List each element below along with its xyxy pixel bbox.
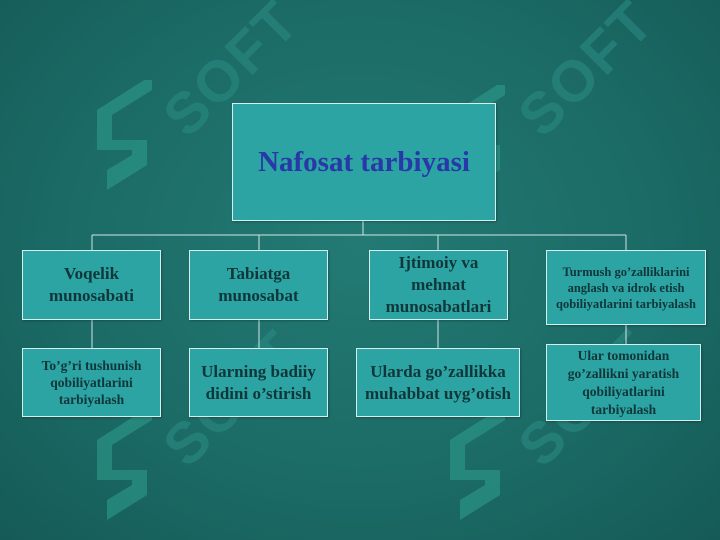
s-logo-icon: [97, 80, 152, 190]
root-node: Nafosat tarbiyasi: [232, 103, 496, 221]
detail-node: Ular tomonidan go’zallikni yaratish qobi…: [546, 344, 701, 421]
detail-label: Ularning badiiy didini o’stirish: [201, 361, 316, 403]
detail-node: Ularning badiiy didini o’stirish: [189, 348, 328, 417]
category-node: Voqelik munosabati: [22, 250, 161, 320]
category-label: Tabiatga munosabat: [218, 264, 299, 305]
category-label: Voqelik munosabati: [48, 264, 135, 305]
category-node: Tabiatga munosabat: [189, 250, 328, 320]
category-label: Ijtimoiy va mehnat munosabatlari: [385, 253, 492, 316]
detail-label: Ular tomonidan go’zallikni yaratish qobi…: [567, 347, 680, 417]
category-node: Turmush go’zalliklarini anglash va idrok…: [546, 250, 706, 325]
detail-label: To’g’ri tushunish qobiliyatlarini tarbiy…: [41, 358, 142, 407]
category-node: Ijtimoiy va mehnat munosabatlari: [369, 250, 508, 320]
detail-node: Ularda go’zallikka muhabbat uyg’otish: [356, 348, 520, 417]
detail-label: Ularda go’zallikka muhabbat uyg’otish: [365, 361, 511, 403]
category-label: Turmush go’zalliklarini anglash va idrok…: [556, 264, 696, 311]
root-title: Nafosat tarbiyasi: [258, 145, 470, 178]
detail-node: To’g’ri tushunish qobiliyatlarini tarbiy…: [22, 348, 161, 417]
s-logo-icon: [97, 410, 152, 520]
s-logo-icon: [450, 410, 505, 520]
